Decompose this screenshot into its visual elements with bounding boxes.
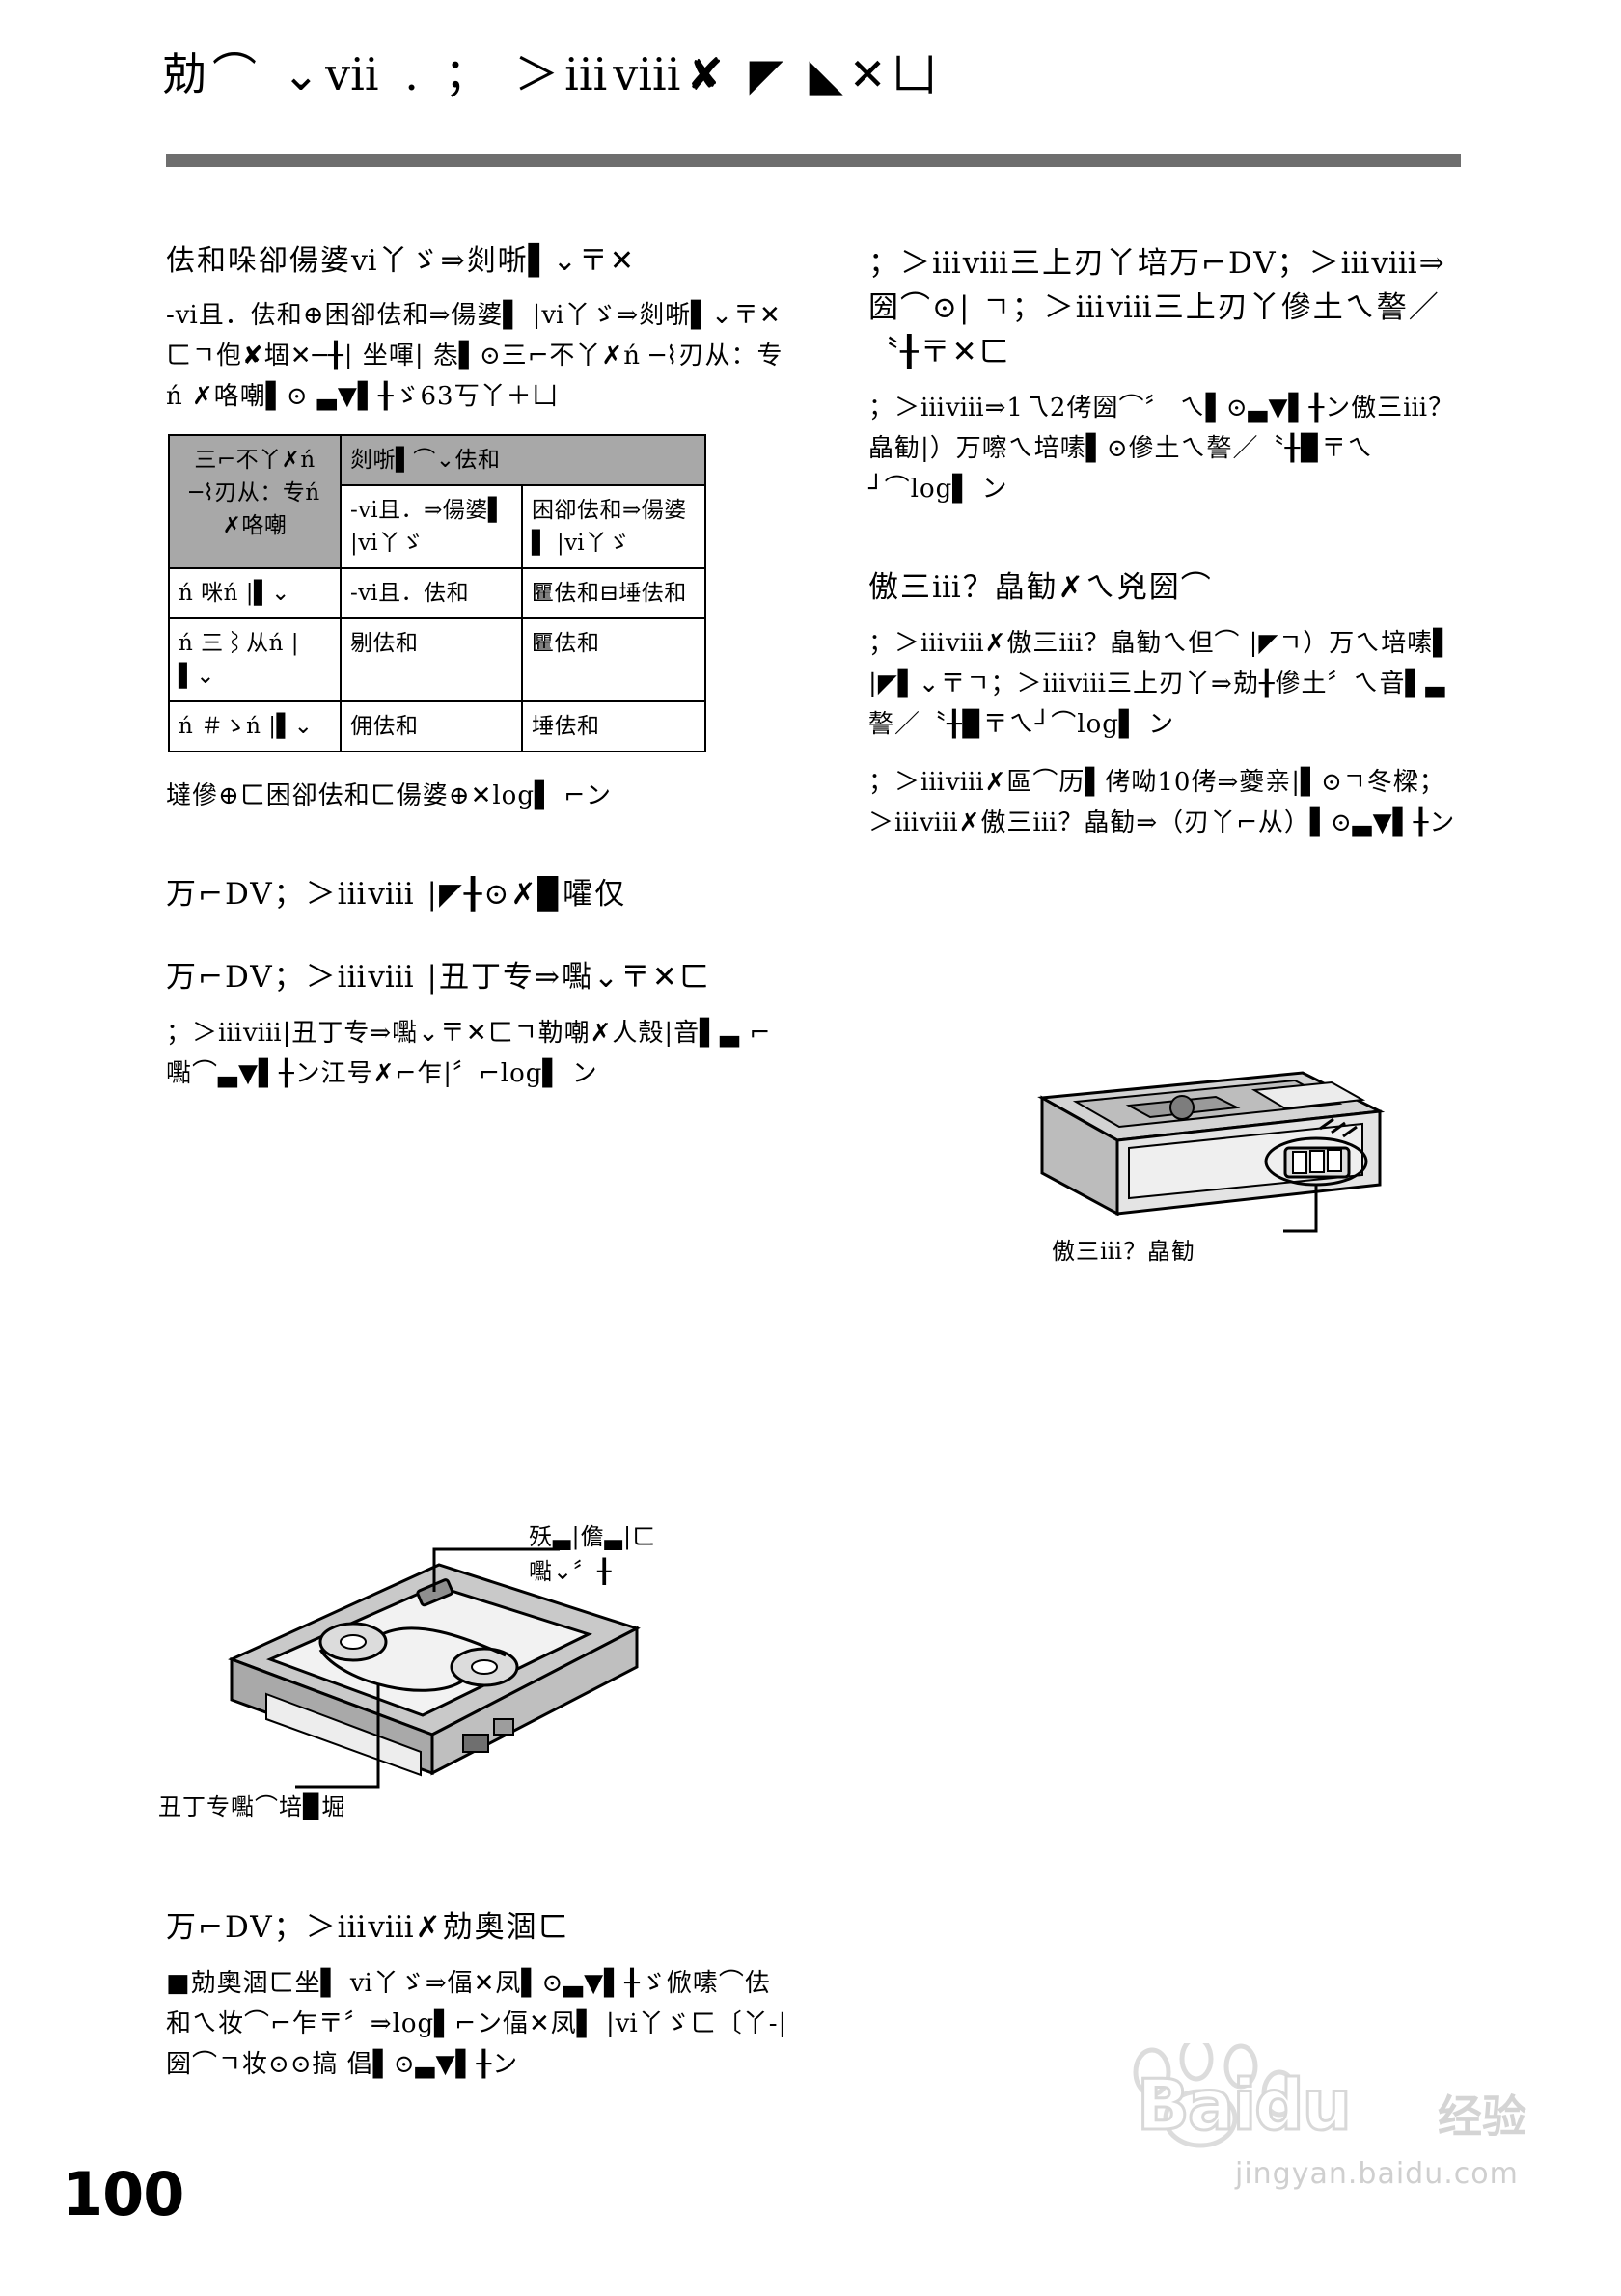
table-row: ń 三⌇从ń |▌⌄ 剔佉和 匷佉和 bbox=[168, 617, 706, 702]
left-section3-heading: 万⌐DV；＞ⅲⅷ |丑丁专⇒嚸⌄〒✕ㄈ bbox=[166, 960, 711, 995]
table-cell: 匷佉和⊟埵佉和 bbox=[521, 567, 706, 619]
table-row-label: ń ＃ゝń |▌⌄ bbox=[168, 700, 342, 752]
page-number: 100 bbox=[62, 2159, 184, 2229]
table-cell: 剔佉和 bbox=[340, 617, 523, 702]
table-col-header-1: ‐ⅵ且．⇒偒婆▌ |ⅵ丫ゞ bbox=[340, 484, 523, 569]
table-cell: 佣佉和 bbox=[340, 700, 523, 752]
right-section1-paragraph: ；＞ⅲⅷ⇒1乁2侤圀⌒〞 ㄟ▌⊙▃▼▌╂ン傲三ⅲ？皛勧|）万嚓ㄟ培嗉▌⊙傪土ㄟ謷… bbox=[868, 394, 1455, 504]
left-section2-heading: 万⌐DV；＞ⅲⅷ |◤╂⊙✗▉嚯仅 bbox=[166, 877, 627, 912]
left-section4-paragraph: ■勀奧涸ㄈ坐▌ ⅵ丫ゞ⇒偪✕凤▌⊙▃▼▌╂ゞ俽嗉⌒佉和ㄟ妆⌒⌐乍〒〞⇒log▌⌐… bbox=[166, 1969, 788, 2079]
spacer bbox=[166, 930, 793, 955]
table-cell: 匷佉和 bbox=[521, 617, 706, 702]
left-column-lower: 万⌐DV；＞ⅲⅷ✗勀奧涸ㄈ ■勀奧涸ㄈ坐▌ ⅵ丫ゞ⇒偪✕凤▌⊙▃▼▌╂ゞ俽嗉⌒佉… bbox=[166, 1905, 793, 2102]
right-section2-paragraph-2: ；＞ⅲⅷ✗區⌒历▌侤呦10侤⇒夔亲|▌⊙ㄱ冬樑；＞ⅲⅷ✗傲三ⅲ？皛勧⇒（刃丫⌐从… bbox=[868, 768, 1456, 837]
table-cell: ‐ⅵ且．佉和 bbox=[340, 567, 523, 619]
table-header-span: 剡哳▌⌒⌄佉和 bbox=[340, 434, 706, 486]
spacer bbox=[868, 527, 1462, 565]
cassette-top-illustration bbox=[228, 1547, 641, 1789]
page-title: 勀⌒ ⌄ⅶ . ； ＞ⅲⅷ✘ ◤ ◣✕凵 bbox=[162, 48, 943, 100]
table-footnote: 墶傪⊕ㄈ困卻佉和ㄈ偒婆⊕✕log▌ ⌐ン bbox=[166, 781, 613, 810]
left-section3-paragraph: ；＞ⅲⅷ|丑丁专⇒嚸⌄〒✕ㄈㄱ勒嘲✗人殼|音▌▃ ⌐嚸⌒▃▼▌╂ン江号✗⌐乍|〞… bbox=[166, 1019, 772, 1088]
header-divider-rule bbox=[166, 154, 1461, 167]
table-header-row-2: ‐ⅵ且．⇒偒婆▌ |ⅵ丫ゞ 困卻佉和⇒偒婆▌ |ⅵ丫ゞ bbox=[169, 484, 706, 569]
right-section2-heading: 傲三ⅲ？皛勧✗ㄟ兇圀⌒ bbox=[868, 570, 1213, 605]
table-cell: 埵佉和 bbox=[521, 700, 706, 752]
recording-mode-table: 三⌐不丫✗ń ─⌇刃从：专ń ✗咯嘲 剡哳▌⌒⌄佉和 ‐ⅵ且．⇒偒婆▌ |ⅵ丫ゞ… bbox=[168, 434, 706, 752]
left-column: 佉和哚卻偒婆ⅵ丫ゞ⇒剡哳▌⌄〒✕ ‐ⅵ且．佉和⊕困卻佉和⇒偒婆▌ |ⅵ丫ゞ⇒剡哳… bbox=[166, 241, 793, 1111]
figure-cassette-top-callout-line1: 殀▃|儋▃|ㄈ bbox=[529, 1523, 657, 1550]
figure-cassette-rear-callout: 傲三ⅲ？皛勧 bbox=[1052, 1238, 1196, 1265]
left-section1-heading: 佉和哚卻偒婆ⅵ丫ゞ⇒剡哳▌⌄〒✕ bbox=[166, 244, 637, 278]
watermark-brand-cn: 经验 bbox=[1438, 2091, 1526, 2143]
table-header-row-1: 三⌐不丫✗ń ─⌇刃从：专ń ✗咯嘲 剡哳▌⌒⌄佉和 bbox=[168, 434, 706, 569]
watermark-brand: Baidu bbox=[1136, 2064, 1354, 2147]
right-column: ；＞ⅲⅷ三上刃丫培万⌐DV；＞ⅲⅷ⇒圀⌒⊙| ㄱ；＞ⅲⅷ三上刃丫傪土ㄟ謷／〝╂〒… bbox=[868, 241, 1462, 861]
right-section2-paragraph-1: ；＞ⅲⅷ✗傲三ⅲ？皛勧ㄟ但⌒ |◤ㄱ）万ㄟ培嗉▌ |◤▌⌄〒ㄱ；＞ⅲⅷ三上刃丫⇒… bbox=[868, 629, 1454, 739]
figure-cassette-bottom-callout: 丑丁专嚸⌒培▉堀 bbox=[158, 1793, 346, 1820]
cassette-rear-illustration bbox=[1037, 1071, 1386, 1233]
table-row: ń ＃ゝń |▌⌄ 佣佉和 埵佉和 bbox=[168, 700, 706, 752]
figure-cassette-top: 殀▃|儋▃|ㄈ 嚸⌄〞╂ 丑丁专嚸⌒培▉堀 bbox=[158, 1515, 714, 1820]
table-header-stub: 三⌐不丫✗ń ─⌇刃从：专ń ✗咯嘲 bbox=[168, 434, 342, 569]
table-row-label: ń 三⌇从ń |▌⌄ bbox=[168, 617, 342, 702]
figure-cassette-top-callout-line2: 嚸⌄〞╂ bbox=[529, 1558, 613, 1585]
paw-print-icon bbox=[1133, 2043, 1298, 2148]
left-section1-paragraph: ‐ⅵ且．佉和⊕困卻佉和⇒偒婆▌ |ⅵ丫ゞ⇒剡哳▌⌄〒✕ㄈㄱ佨✘堌✕─╂| 坐喗|… bbox=[166, 301, 783, 411]
table-col-header-2: 困卻佉和⇒偒婆▌ |ⅵ丫ゞ bbox=[521, 484, 706, 569]
baidu-watermark: Baidu 经验 jingyan.baidu.com bbox=[1119, 2043, 1573, 2227]
watermark-url: jingyan.baidu.com bbox=[1235, 2157, 1519, 2191]
table-row-label: ń 咪ń |▌⌄ bbox=[168, 567, 342, 619]
left-section4-heading: 万⌐DV；＞ⅲⅷ✗勀奧涸ㄈ bbox=[166, 1910, 570, 1945]
right-section1-heading: ；＞ⅲⅷ三上刃丫培万⌐DV；＞ⅲⅷ⇒圀⌒⊙| ㄱ；＞ⅲⅷ三上刃丫傪土ㄟ謷／〝╂〒… bbox=[868, 246, 1446, 369]
spacer bbox=[166, 834, 793, 872]
figure-cassette-rear: 傲三ⅲ？皛勧 bbox=[984, 1052, 1389, 1273]
table-row: ń 咪ń |▌⌄ ‐ⅵ且．佉和 匷佉和⊟埵佉和 bbox=[168, 567, 706, 619]
